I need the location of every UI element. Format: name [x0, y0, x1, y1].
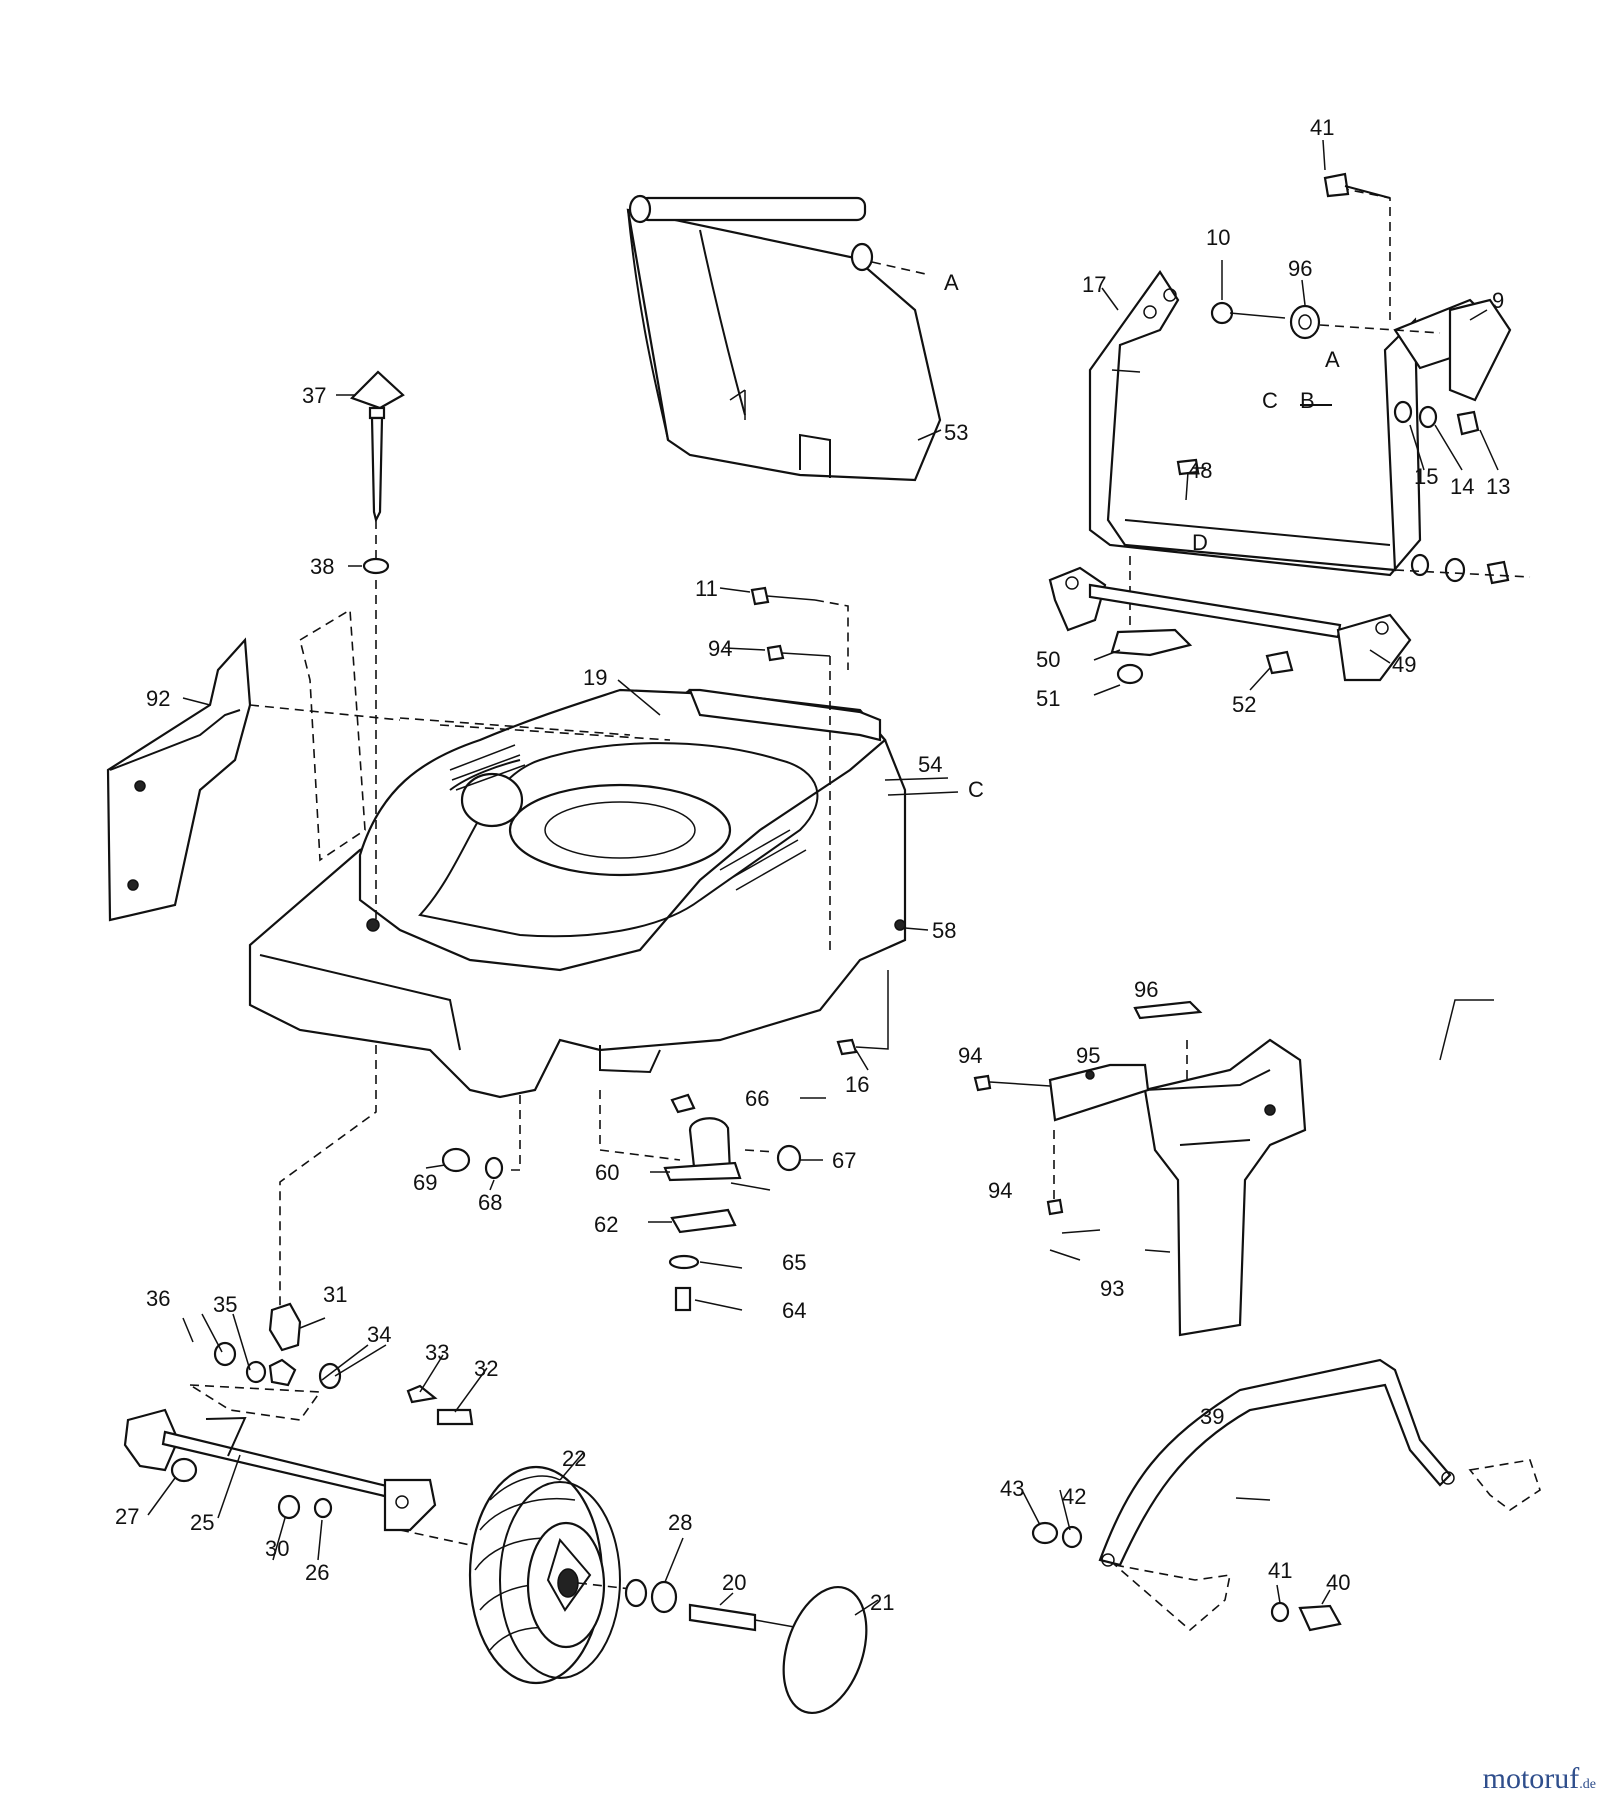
label-part-14: 14: [1450, 474, 1474, 499]
label-part-62: 60: [595, 1160, 619, 1185]
label-part-40: 40: [1326, 1570, 1350, 1595]
label-part-28: 27: [115, 1504, 139, 1529]
label-part-32: 32: [474, 1356, 498, 1381]
watermark-suffix: .de: [1579, 1777, 1596, 1792]
label-part-31: 31: [323, 1282, 347, 1307]
label-part-11: 11: [695, 576, 718, 601]
label-part-67: 67: [832, 1148, 856, 1173]
label-part-16: 16: [845, 1072, 869, 1097]
label-part-20: 21: [870, 1590, 894, 1615]
label-part-42: 42: [1062, 1484, 1086, 1509]
label-part-69: 69: [413, 1170, 437, 1195]
label-part-17: 17: [1082, 272, 1106, 297]
label-part-34: 34: [367, 1322, 391, 1347]
mower-deck-19: [248, 688, 907, 1099]
label-part-37: 37: [302, 383, 326, 408]
height-knob-37: [349, 370, 405, 920]
label-part-26: 26: [305, 1560, 329, 1585]
label-part-94-deck: 94: [708, 636, 732, 661]
front-axle-25: [123, 1045, 474, 1546]
watermark-brand: motoruf: [1482, 1762, 1580, 1795]
label-part-9: 9: [1492, 288, 1504, 313]
grass-flap-54: [626, 194, 942, 482]
watermark-logo: motoruf.de: [1483, 1762, 1596, 1796]
label-part-15: 15: [1414, 464, 1438, 489]
label-part-65: 65: [782, 1250, 806, 1275]
label-part-21: 20: [722, 1570, 746, 1595]
label-part-39: 39: [1200, 1404, 1224, 1429]
label-part-64: 64: [782, 1298, 806, 1323]
label-part-48: 48: [1188, 458, 1212, 483]
rear-axle-49: [1048, 566, 1412, 685]
deck-vent-slots-right: [719, 829, 807, 891]
label-part-92: 92: [146, 686, 170, 711]
deck-vent-slots-left: [449, 744, 526, 791]
label-part-22: 22: [562, 1446, 586, 1471]
wheel-22: [468, 1465, 868, 1715]
label-part-94-flap-bottom: 94: [988, 1178, 1012, 1203]
label-part-27: 30: [265, 1536, 289, 1561]
label-part-33: 33: [425, 1340, 449, 1365]
label-part-50: 50: [1036, 647, 1060, 672]
label-part-25: 25: [190, 1510, 214, 1535]
label-part-52: 52: [1232, 692, 1256, 717]
label-part-36: 36: [146, 1286, 170, 1311]
leader-lines: [147, 139, 1499, 1616]
label-part-13: 13: [1486, 474, 1510, 499]
deck-bolts: [750, 586, 889, 1056]
label-part-35: 35: [213, 1292, 237, 1317]
label-part-30: 28: [668, 1510, 692, 1535]
label-part-96: 96: [1134, 977, 1158, 1002]
part-labels: 41 10 96 17 9 A C B 48 15 14 13 D 50 49 …: [115, 115, 1510, 1615]
label-part-60: 58: [932, 918, 956, 943]
label-ref-C-deck: C: [968, 777, 984, 802]
label-part-94-flap-top: 94: [958, 1043, 982, 1068]
label-part-43: 43: [1000, 1476, 1024, 1501]
label-part-10: 10: [1206, 225, 1230, 250]
height-pivot-62: [599, 1090, 802, 1312]
handle-39: [1031, 1358, 1541, 1632]
label-part-95: 95: [1076, 1043, 1100, 1068]
label-ref-A-flap: A: [944, 270, 959, 295]
side-flap-92: [106, 608, 401, 922]
label-ref-A-bracket: A: [1325, 347, 1340, 372]
rear-bracket-assembly: [1088, 172, 1531, 640]
label-part-53: 96: [1288, 256, 1312, 281]
label-part-49: 49: [1392, 652, 1416, 677]
label-part-51: 51: [1036, 686, 1060, 711]
label-ref-C-bracket: C: [1262, 388, 1278, 413]
label-part-54: 53: [944, 420, 968, 445]
label-part-66: 66: [745, 1086, 769, 1111]
side-flap-93: [973, 1000, 1307, 1337]
label-part-18: 41: [1310, 115, 1334, 140]
label-part-58: 54: [918, 752, 942, 777]
label-part-93: 93: [1100, 1276, 1124, 1301]
label-part-19: 19: [583, 665, 607, 690]
label-part-68: 68: [478, 1190, 502, 1215]
label-ref-B-bracket: B: [1300, 388, 1315, 413]
label-ref-D-bracket: D: [1192, 530, 1208, 555]
label-part-63: 62: [594, 1212, 618, 1237]
label-part-38: 38: [310, 554, 334, 579]
label-part-41: 41: [1268, 1558, 1292, 1583]
nuts-68-69: [441, 1095, 521, 1180]
